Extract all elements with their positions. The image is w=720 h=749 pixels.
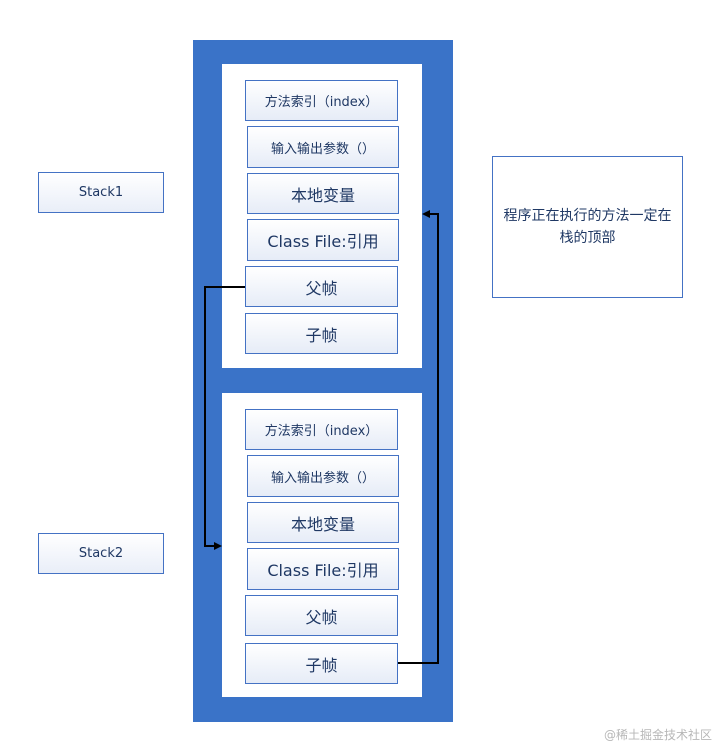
parent-frame-cell: 父帧 [245,266,398,307]
class-file-ref-cell: Class File:引用 [247,548,399,590]
io-params-cell: 输入输出参数（） [247,455,399,497]
child-frame-cell: 子帧 [245,643,398,684]
stack1-label: Stack1 [38,172,164,213]
class-file-ref-cell: Class File:引用 [247,219,399,261]
note-box: 程序正在执行的方法一定在栈的顶部 [492,156,683,298]
method-index-cell: 方法索引（index） [245,409,398,450]
child-frame-cell: 子帧 [245,313,398,354]
parent-to-frame-arrow [204,286,245,550]
local-variables-cell: 本地变量 [247,502,399,543]
local-variables-cell: 本地变量 [247,173,399,214]
stack2-label: Stack2 [38,533,164,574]
io-params-cell: 输入输出参数（） [247,126,399,168]
method-index-cell: 方法索引（index） [245,80,398,121]
watermark: @稀土掘金技术社区 [603,728,712,742]
parent-frame-cell: 父帧 [245,595,398,636]
child-to-frame-arrow [398,210,439,664]
